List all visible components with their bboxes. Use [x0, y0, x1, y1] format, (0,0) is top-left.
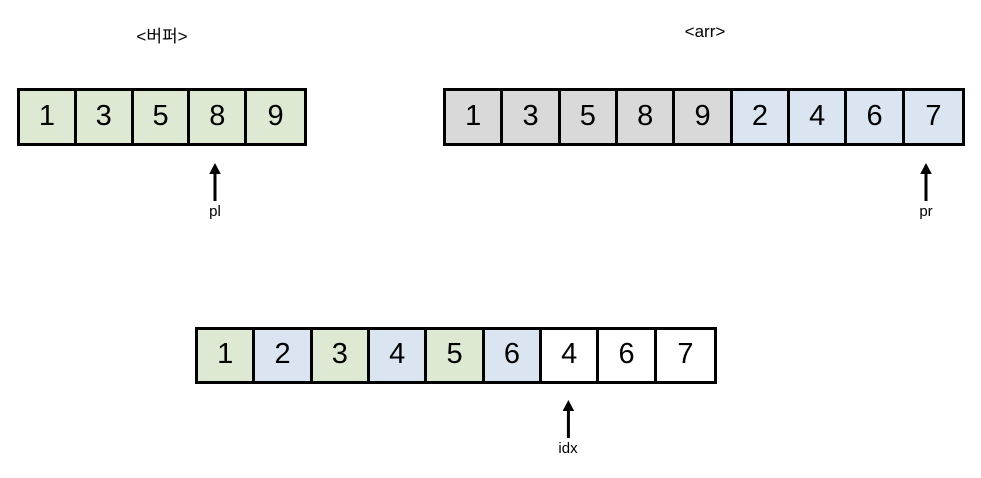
- pointer-idx: idx: [558, 400, 578, 457]
- array-cell: 4: [542, 330, 600, 381]
- array-cell: 1: [20, 91, 77, 143]
- cell-value: 1: [38, 99, 55, 132]
- array-cell: 4: [790, 91, 848, 143]
- pointer-pl: pl: [207, 163, 223, 219]
- cell-value: 9: [694, 99, 711, 132]
- buffer-array-title: <버퍼>: [136, 27, 188, 46]
- up-arrow-icon: [207, 163, 223, 201]
- up-arrow-icon: [560, 400, 576, 438]
- array-cell: 1: [446, 91, 504, 143]
- array-cell: 7: [904, 91, 963, 143]
- array-cell: 3: [76, 91, 134, 143]
- array-cell: 3: [503, 91, 561, 143]
- buffer-array: 1 3 5 8 9: [17, 88, 307, 146]
- array-cell: 9: [675, 91, 733, 143]
- array-cell: 4: [370, 330, 428, 381]
- cell-value: 9: [267, 99, 284, 132]
- cell-value: 4: [389, 338, 406, 370]
- cell-value: 3: [95, 99, 112, 132]
- array-cell: 6: [599, 330, 657, 381]
- array-cell: 8: [618, 91, 676, 143]
- cell-value: 6: [866, 99, 883, 132]
- cell-value: 5: [152, 99, 169, 132]
- cell-value: 6: [618, 338, 635, 370]
- array-cell: 2: [732, 91, 791, 143]
- pointer-pr: pr: [918, 163, 934, 219]
- cell-value: 7: [677, 338, 694, 370]
- cell-value: 7: [925, 99, 942, 132]
- cell-value: 5: [579, 99, 596, 132]
- pointer-label: pr: [919, 203, 933, 220]
- array-cell: 2: [255, 330, 313, 381]
- array-cell: 5: [427, 330, 485, 381]
- array-cell: 9: [247, 91, 304, 143]
- pointer-label: idx: [558, 440, 578, 457]
- cell-value: 3: [522, 99, 539, 132]
- array-cell: 1: [198, 330, 256, 381]
- cell-value: 3: [331, 338, 348, 370]
- array-cell: 5: [133, 91, 191, 143]
- cell-value: 6: [503, 338, 520, 370]
- cell-value: 2: [274, 338, 291, 370]
- cell-value: 8: [209, 99, 226, 132]
- arr-array-title: <arr>: [684, 22, 726, 41]
- up-arrow-icon: [918, 163, 934, 201]
- array-cell: 3: [312, 330, 371, 381]
- cell-value: 4: [561, 338, 578, 370]
- arr-array: 1 3 5 8 9 2 4 6 7: [443, 88, 965, 146]
- cell-value: 1: [217, 338, 234, 370]
- cell-value: 5: [446, 338, 463, 370]
- cell-value: 4: [809, 99, 826, 132]
- cell-value: 8: [637, 99, 654, 132]
- array-cell: 8: [190, 91, 248, 143]
- pointer-label: pl: [209, 203, 221, 220]
- cell-value: 1: [465, 99, 482, 132]
- array-cell: 6: [484, 330, 543, 381]
- array-cell: 6: [847, 91, 905, 143]
- cell-value: 2: [751, 99, 768, 132]
- merged-array: 1 2 3 4 5 6 4 6 7: [195, 327, 717, 384]
- array-cell: 5: [560, 91, 619, 143]
- array-cell: 7: [656, 330, 715, 381]
